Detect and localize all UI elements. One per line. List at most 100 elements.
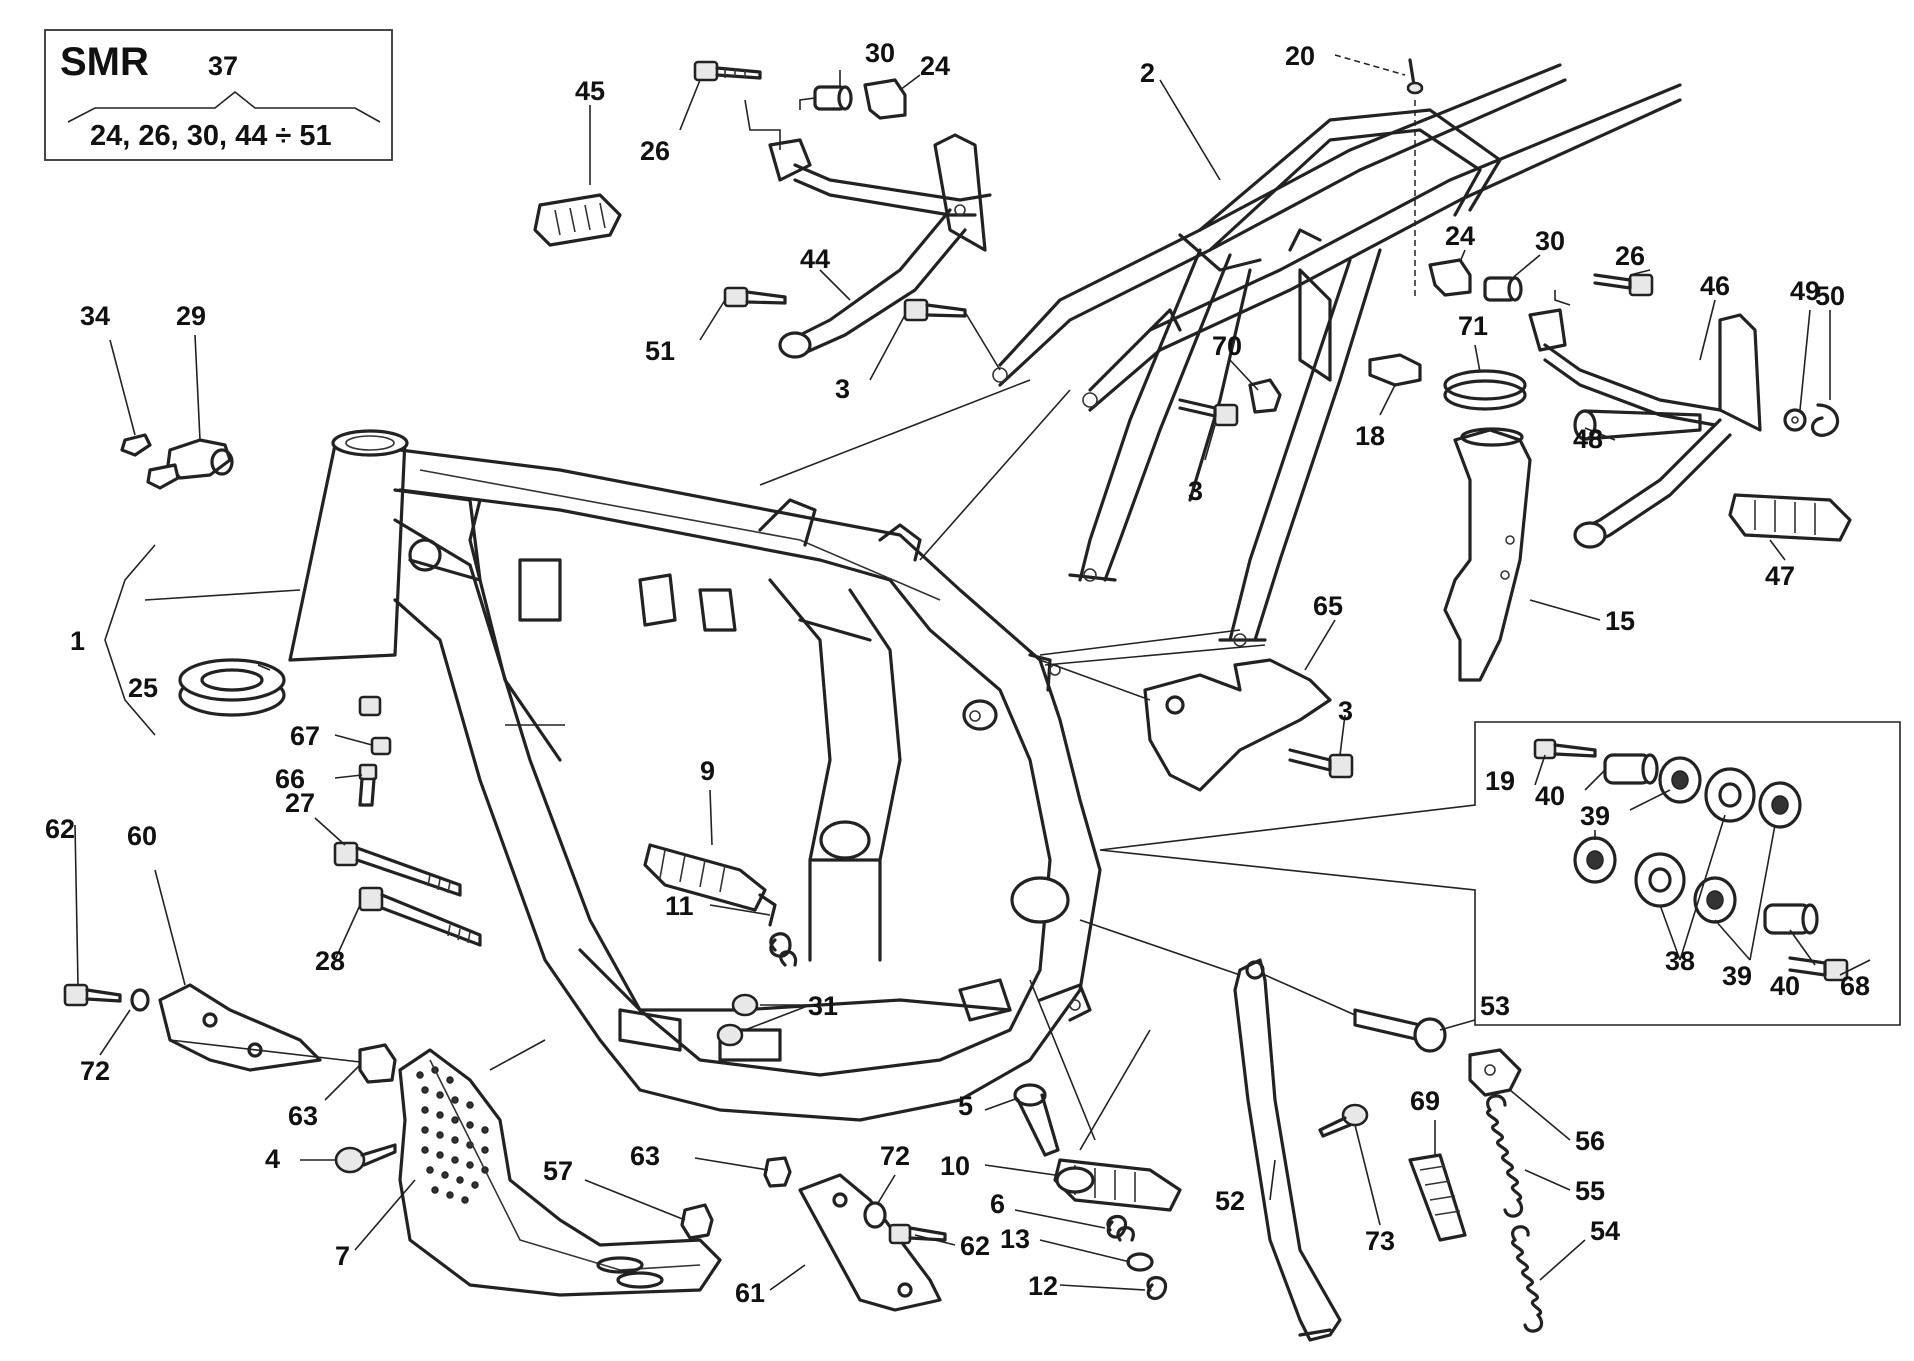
callout-63-middle: 63 xyxy=(630,1141,660,1171)
main-frame xyxy=(288,429,1102,1122)
washer-72-middle xyxy=(863,1201,887,1229)
footpeg-45 xyxy=(533,193,622,247)
pin-5 xyxy=(1013,1083,1060,1157)
bearing-39-c xyxy=(1573,836,1617,884)
callout-66: 66 xyxy=(275,764,305,794)
callout-67: 67 xyxy=(290,721,320,751)
callout-25: 25 xyxy=(128,673,158,703)
bushing-30-right xyxy=(1483,276,1523,302)
callout-34: 34 xyxy=(80,301,110,331)
bolt-3-left xyxy=(903,298,967,322)
bushing-40-upper xyxy=(1603,753,1659,785)
ignition-switch xyxy=(120,433,234,490)
callout-61: 61 xyxy=(735,1278,765,1308)
bolt-27 xyxy=(333,841,462,897)
bolt-26-upper xyxy=(693,60,762,82)
callout-40-lower: 40 xyxy=(1770,971,1800,1001)
callout-7: 7 xyxy=(335,1241,350,1271)
bearing-39-a xyxy=(1658,756,1702,804)
callout-72-left: 72 xyxy=(80,1056,110,1086)
callout-50: 50 xyxy=(1815,281,1845,311)
footpeg-10 xyxy=(1053,1158,1182,1212)
right-passenger-footpeg-bracket xyxy=(1528,308,1762,549)
callout-56: 56 xyxy=(1575,1126,1605,1156)
callout-26-upper: 26 xyxy=(640,136,670,166)
callout-1: 1 xyxy=(70,626,85,656)
bolt-62-middle xyxy=(888,1223,947,1245)
bolt-3-lower-right xyxy=(1288,748,1354,779)
nut-31-a xyxy=(731,993,759,1017)
spring-plate-56 xyxy=(1468,1048,1522,1097)
callout-24-right: 24 xyxy=(1445,221,1475,251)
callout-20: 20 xyxy=(1285,41,1315,71)
nut-31-b xyxy=(716,1023,744,1047)
bearing-39-b xyxy=(1758,781,1802,829)
callout-57: 57 xyxy=(543,1156,573,1186)
callout-28: 28 xyxy=(315,946,345,976)
callout-6: 6 xyxy=(990,1189,1005,1219)
washer-49 xyxy=(1783,408,1807,432)
nut-upper xyxy=(358,695,382,717)
sidestand xyxy=(1233,958,1342,1342)
bushing-40-lower xyxy=(1763,903,1819,935)
model-box-group-number: 37 xyxy=(208,51,238,81)
spring-54 xyxy=(1511,1225,1544,1333)
callout-46: 46 xyxy=(1700,271,1730,301)
callout-29: 29 xyxy=(176,301,206,331)
screw-4 xyxy=(334,1143,397,1174)
heat-shield-15 xyxy=(1443,427,1532,682)
callout-68: 68 xyxy=(1840,971,1870,1001)
clip-18 xyxy=(1368,353,1422,387)
left-passenger-footpeg-bracket xyxy=(768,133,992,359)
callout-30-right: 30 xyxy=(1535,226,1565,256)
callout-73: 73 xyxy=(1365,1226,1395,1256)
chain-guard-65 xyxy=(1143,658,1332,792)
callout-65: 65 xyxy=(1313,591,1343,621)
screw-73 xyxy=(1318,1103,1369,1138)
bolt-28 xyxy=(358,886,482,947)
callout-63-left: 63 xyxy=(288,1101,318,1131)
callout-72-middle: 72 xyxy=(880,1141,910,1171)
callout-54: 54 xyxy=(1590,1216,1620,1246)
screw-20 xyxy=(1406,58,1424,95)
callout-71: 71 xyxy=(1458,311,1488,341)
bolt-62-left xyxy=(63,983,122,1007)
callout-10: 10 xyxy=(940,1151,970,1181)
callout-60: 60 xyxy=(127,821,157,851)
callout-49: 49 xyxy=(1790,276,1820,306)
callout-62-middle: 62 xyxy=(960,1231,990,1261)
callout-30-upper: 30 xyxy=(865,38,895,68)
pivot-bolt-53 xyxy=(1353,1008,1447,1053)
callout-62-left: 62 xyxy=(45,814,75,844)
bolt-26-right xyxy=(1593,273,1654,297)
clip-50 xyxy=(1811,403,1840,437)
spring-6 xyxy=(1106,1214,1135,1242)
callout-11: 11 xyxy=(665,891,694,921)
spring-55 xyxy=(1486,1094,1524,1218)
hose-clamp-71 xyxy=(1443,369,1527,411)
callout-labels: 1 2 3 3 3 4 5 6 7 9 10 11 12 13 15 18 19… xyxy=(45,38,1870,1308)
callout-15: 15 xyxy=(1605,606,1635,636)
callout-52: 52 xyxy=(1215,1186,1245,1216)
bolts xyxy=(63,58,1849,1333)
callout-40-upper: 40 xyxy=(1535,781,1565,811)
callout-51: 51 xyxy=(645,336,675,366)
callout-19: 19 xyxy=(1485,766,1515,796)
bolt-19 xyxy=(1533,738,1597,760)
callout-26-right: 26 xyxy=(1615,241,1645,271)
callout-9: 9 xyxy=(700,756,715,786)
nut-67 xyxy=(370,736,392,756)
callout-69: 69 xyxy=(1410,1086,1440,1116)
frame-guard-60 xyxy=(158,983,322,1072)
washer-72-left xyxy=(130,988,150,1012)
callout-13: 13 xyxy=(1000,1224,1030,1254)
callout-48: 48 xyxy=(1573,424,1603,454)
pad-69 xyxy=(1408,1153,1467,1242)
leader-lines xyxy=(74,54,1871,1291)
callout-39-lower: 39 xyxy=(1722,961,1752,991)
clip-24-upper xyxy=(863,78,907,120)
model-box-group-parts: 24, 26, 30, 44 ÷ 51 xyxy=(90,120,332,152)
spacer-38-b xyxy=(1634,852,1686,908)
callout-45: 45 xyxy=(575,76,605,106)
